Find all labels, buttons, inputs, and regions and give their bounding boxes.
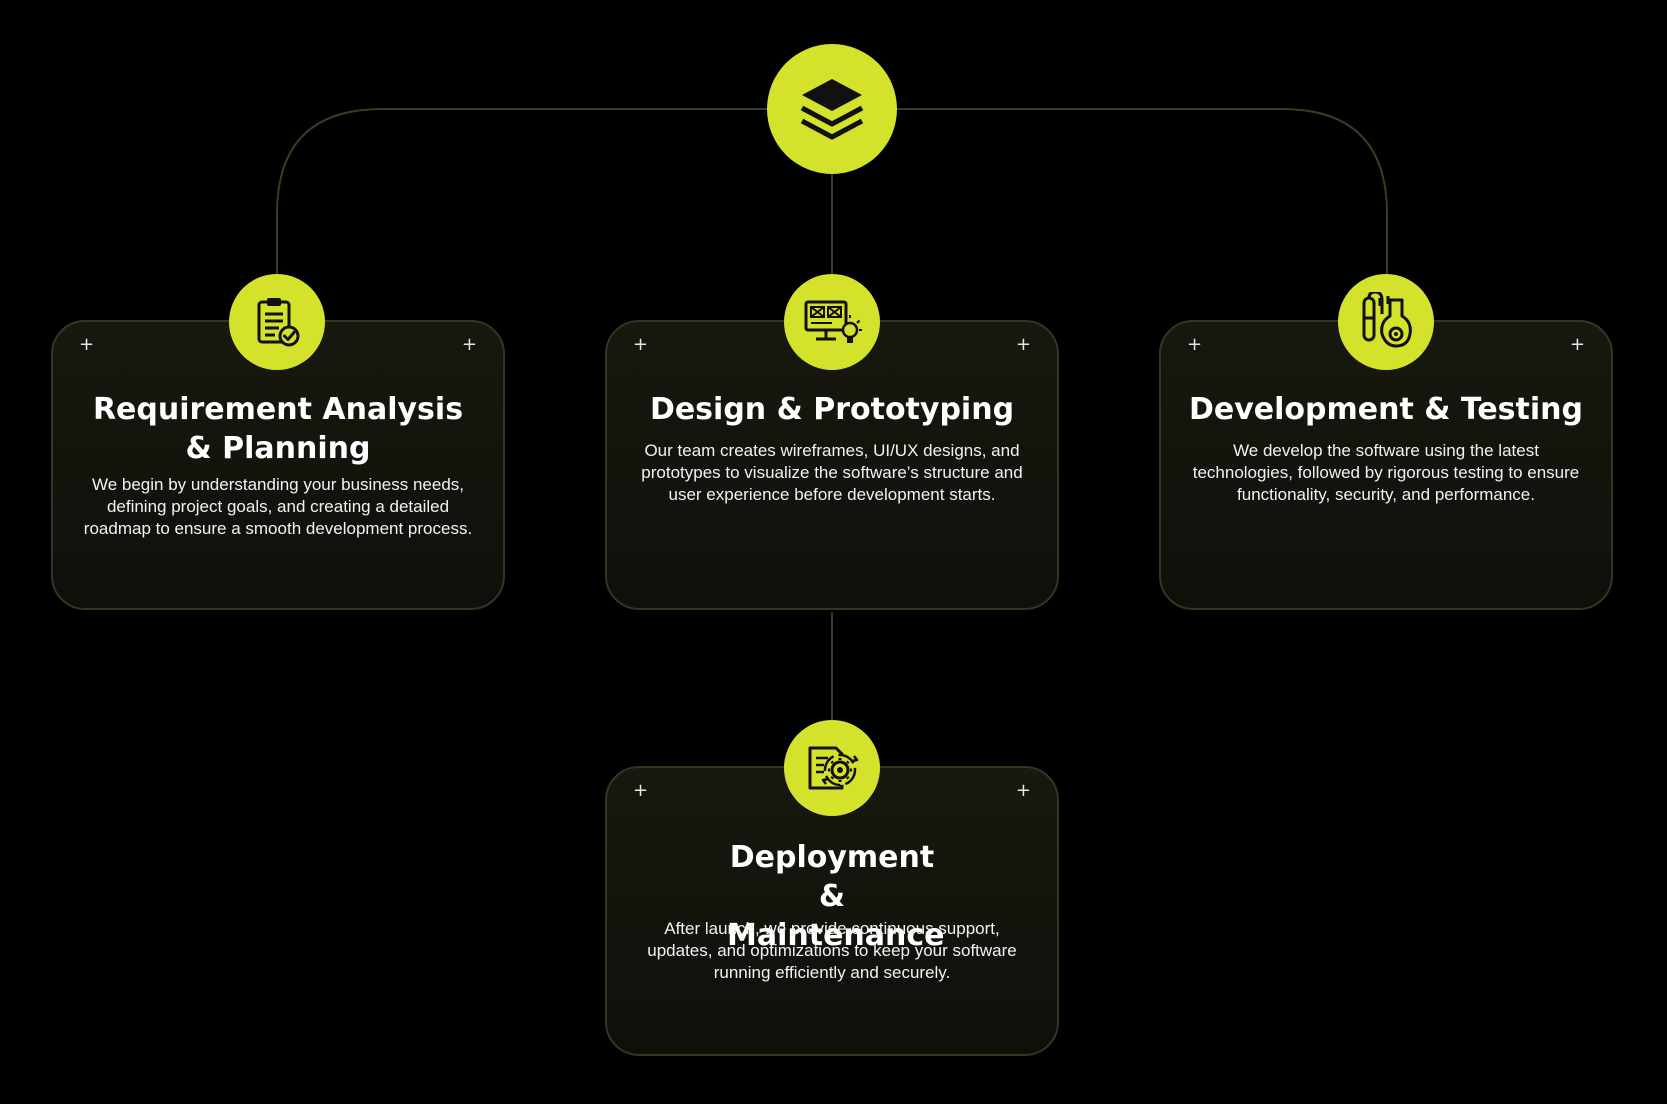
connector-hub-to-requirement [276,108,767,276]
corner-plus-icon: + [1015,334,1031,355]
corner-plus-icon: + [79,334,95,355]
card-description: We begin by understanding your business … [83,475,473,538]
card-title: Requirement Analysis & Planning [92,392,464,466]
corner-plus-icon: + [1187,334,1203,355]
card-description: After launch, we provide continuous supp… [647,919,1017,982]
document-gear-cycle-icon [808,746,859,790]
test-tube-flask-icon [1362,292,1412,348]
connector-hub-to-development [897,108,1388,276]
card-title: Deployment & Maintenance [727,840,945,953]
card-description: We develop the software using the latest… [1192,441,1580,504]
corner-plus-icon: + [461,334,477,355]
hub-circle [767,44,897,174]
corner-plus-icon: + [633,334,649,355]
badge-design [784,274,880,370]
badge-deployment [784,720,880,816]
card-description: Our team creates wireframes, UI/UX desig… [641,441,1023,504]
clipboard-checklist-icon [257,298,300,347]
corner-plus-icon: + [1569,334,1585,355]
card-title: Design & Prototyping [649,392,1015,427]
corner-plus-icon: + [633,780,649,801]
corner-plus-icon: + [1015,780,1031,801]
badge-development [1338,274,1434,370]
layers-icon [800,79,864,140]
card-title: Development & Testing [1188,392,1583,427]
monitor-wireframe-lightbulb-icon [804,300,862,343]
card-development-testing: + + Development & Testing We develop the… [1159,320,1613,610]
card-design-prototyping: + + Design & Prototyping Our team create… [605,320,1059,610]
badge-requirement [229,274,325,370]
